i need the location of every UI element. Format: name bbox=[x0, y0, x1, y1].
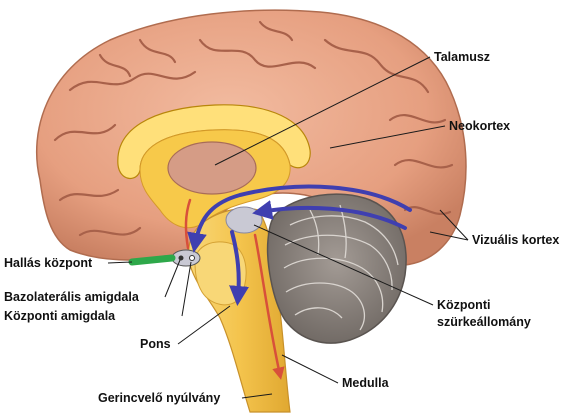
label-medulla: Medulla bbox=[342, 376, 390, 390]
central-amygdala-dot bbox=[189, 255, 195, 261]
label-pons: Pons bbox=[140, 337, 171, 351]
basolateral-amygdala-dot bbox=[178, 255, 184, 261]
label-kozponti-szurkeallomany-line1: Központi bbox=[437, 298, 490, 312]
visual-pathways bbox=[187, 184, 412, 306]
auditory-pathway bbox=[128, 254, 176, 266]
amygdala bbox=[171, 249, 201, 267]
gyri-folds bbox=[53, 20, 454, 237]
label-bazolateralis-amigdala: Bazolaterális amigdala bbox=[4, 290, 140, 304]
label-kozponti-amigdala: Központi amigdala bbox=[4, 309, 116, 323]
thalamus bbox=[167, 141, 257, 195]
label-vizualis-kortex: Vizuális kortex bbox=[472, 233, 559, 247]
descending-pathways bbox=[184, 198, 285, 380]
label-neokortex: Neokortex bbox=[449, 119, 510, 133]
cerebellum bbox=[266, 193, 407, 344]
label-kozponti-szurkeallomany-line2: szürkeállomány bbox=[437, 315, 531, 329]
leader-lines bbox=[107, 56, 469, 399]
central-gray-matter bbox=[225, 206, 263, 234]
label-gerincvelo: Gerincvelő nyúlvány bbox=[98, 391, 220, 405]
label-hallas-kozpont: Hallás központ bbox=[4, 256, 93, 270]
cerebellum-folia bbox=[283, 204, 399, 331]
label-talamusz: Talamusz bbox=[434, 50, 490, 64]
